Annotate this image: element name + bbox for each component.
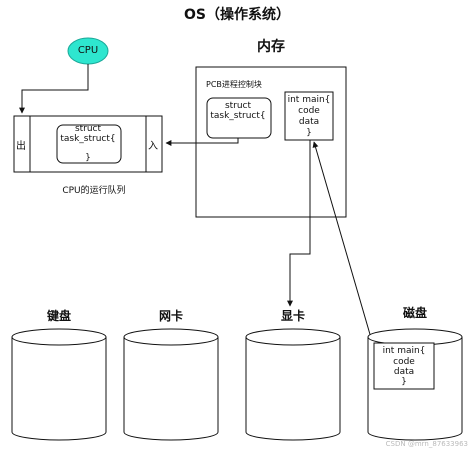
cpu-label: CPU — [77, 45, 99, 56]
queue-out-label: 出 — [16, 141, 26, 152]
pcb-label: PCB进程控制块 — [206, 80, 262, 89]
memory-program-line1: int main{ — [287, 95, 331, 105]
disk-to-memory-arrow — [312, 141, 377, 356]
memory-label: 内存 — [257, 39, 285, 55]
display-label: 显卡 — [280, 309, 305, 323]
watermark: CSDN @mrn_87633963 — [385, 440, 468, 448]
nic-label: 网卡 — [158, 309, 183, 323]
queue-in-label: 入 — [148, 141, 158, 152]
memory-program-box — [284, 91, 334, 141]
queue-struct-line2: task_struct{ — [60, 134, 116, 144]
disk-program-line1: int main{ — [382, 346, 426, 356]
queue-struct-line1: struct — [74, 124, 102, 134]
memory-program-line2: code — [298, 106, 320, 116]
keyboard-device — [11, 328, 107, 441]
disk-label: 磁盘 — [402, 306, 427, 320]
pcb-struct-line1: struct — [224, 101, 252, 111]
disk-program-box — [373, 342, 435, 390]
diagram-title: OS（操作系统） — [184, 7, 290, 23]
nic-device — [123, 328, 219, 441]
pcb-to-queue-arrow — [165, 138, 239, 146]
pcb-task-struct-box — [206, 97, 272, 139]
run-queue-caption: CPU的运行队列 — [62, 186, 126, 196]
disk-program-line3: data — [393, 367, 415, 377]
pcb-struct-line2: task_struct{ — [210, 111, 266, 121]
memory-program-line4: } — [306, 128, 312, 138]
disk-program-line4: } — [401, 377, 407, 387]
memory-to-display-arrow — [287, 140, 311, 307]
cpu-to-queue-arrow — [19, 64, 89, 114]
queue-struct-line3: } — [85, 153, 91, 163]
keyboard-label: 键盘 — [46, 309, 71, 323]
disk-program-line2: code — [393, 357, 415, 367]
display-device — [245, 328, 341, 441]
memory-program-line3: data — [298, 117, 320, 127]
queue-task-struct-box — [56, 124, 122, 164]
